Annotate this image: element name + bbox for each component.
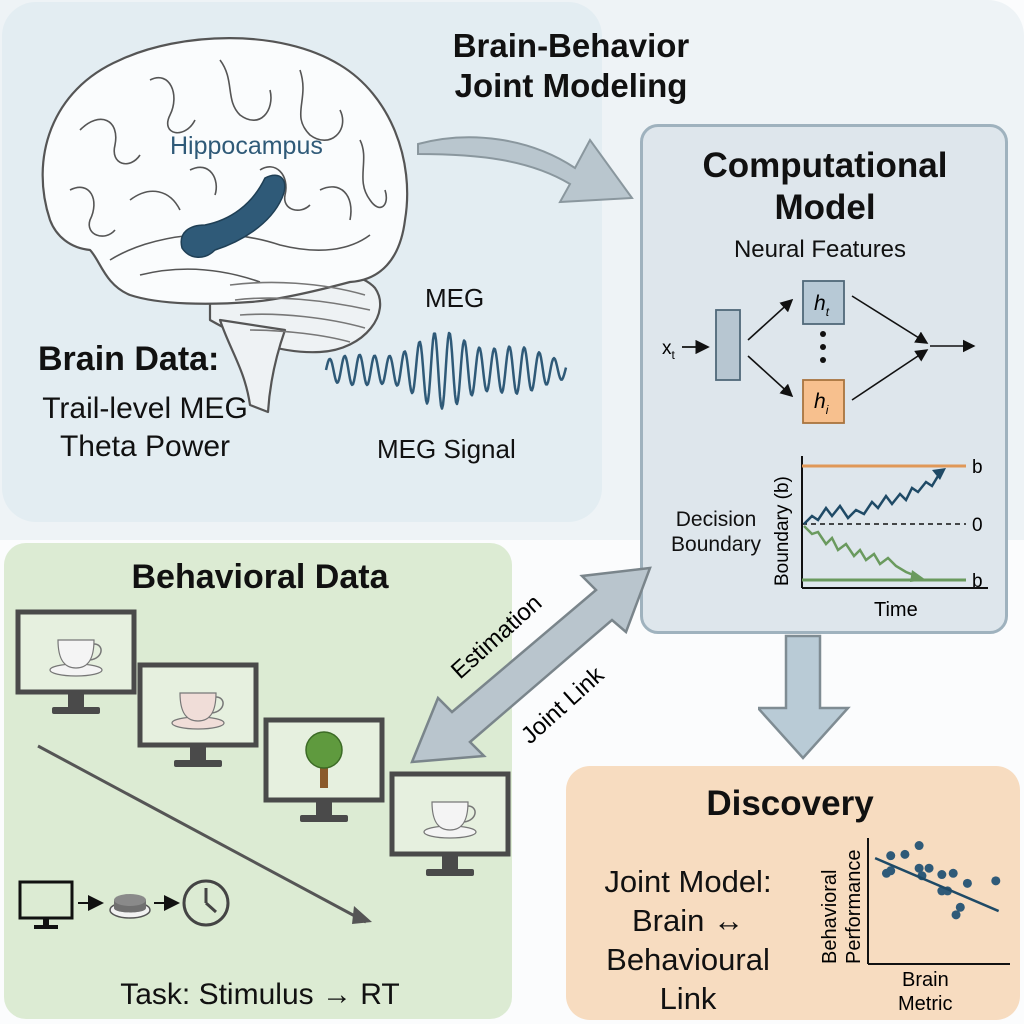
- monitor-teacup: [15, 609, 137, 714]
- meg-label: MEG: [425, 283, 485, 313]
- scatter-point: [900, 849, 910, 859]
- scatter-point: [886, 866, 896, 876]
- scatter-y-label-1: Behavioral: [819, 869, 841, 964]
- scatter-point: [924, 863, 934, 873]
- monitor-icon: [18, 880, 74, 929]
- ddm-x-label: Time: [874, 599, 918, 621]
- node-h-i-label: hi: [814, 390, 829, 417]
- trend-line: [874, 857, 1000, 913]
- monitor-tree: [263, 717, 385, 822]
- computational-model-panel: [640, 124, 1008, 634]
- decision-boundary-label: Decision Boundary: [656, 507, 776, 557]
- brain-icon: [41, 37, 409, 414]
- title-line-1: Brain-Behavior: [452, 27, 690, 64]
- scatter-point: [948, 868, 958, 878]
- decision-boundary-plot: Boundary (b) b 0 b Time: [772, 456, 988, 621]
- upward-path: [803, 475, 940, 525]
- joint-model-line-4: Link: [659, 981, 717, 1016]
- title-line-2: Joint Modeling: [454, 67, 688, 104]
- ellipsis-dot: [820, 357, 826, 363]
- diagram-title: Brain-Behavior Joint Modeling: [416, 26, 726, 106]
- task-label: Task: Stimulus → RT: [120, 978, 400, 1011]
- node-h-i: [802, 379, 845, 424]
- arrow-from-ht: [851, 295, 929, 344]
- scatter-point: [937, 870, 947, 880]
- clock-icon: [182, 879, 230, 927]
- downward-path: [803, 525, 917, 578]
- scatter-x-label-2: Metric: [898, 993, 952, 1015]
- joint-model-line-2: Brain ↔: [632, 903, 744, 938]
- sequence-arrowhead: [352, 906, 372, 924]
- meg-waveform: [324, 331, 568, 410]
- input-layer: [715, 309, 741, 381]
- hippocampus-label: Hippocampus: [170, 132, 323, 160]
- upper-boundary-label: b: [972, 457, 983, 478]
- arrow-from-hi: [851, 349, 929, 401]
- neural-features-label: Neural Features: [733, 236, 907, 263]
- hippocampus-region: [180, 174, 286, 258]
- joint-model-line-3: Behavioural: [606, 942, 770, 977]
- scatter-point: [991, 876, 1001, 886]
- model-title-line-1: Computational: [702, 146, 948, 185]
- trial-sequence-icons: [18, 879, 230, 929]
- brain-data-description: Trail-level MEG Theta Power: [20, 390, 270, 466]
- meg-signal-label: MEG Signal: [377, 434, 516, 464]
- scatter-point: [962, 878, 972, 888]
- arrow-to-ht: [747, 298, 794, 341]
- monitor-teacup: [389, 771, 511, 876]
- input-label: xt: [662, 338, 676, 362]
- ellipsis-dot: [820, 331, 826, 337]
- discovery-heading: Discovery: [706, 784, 874, 823]
- arrow-to-hi: [747, 355, 794, 398]
- brain-data-heading: Brain Data:: [38, 340, 220, 378]
- model-title: Computational Model: [650, 145, 1000, 229]
- stimulus-sequence: [15, 609, 511, 924]
- scatter-point: [955, 902, 965, 912]
- upward-path-arrowhead: [932, 468, 946, 480]
- node-h-t: [802, 280, 845, 325]
- button-icon: [109, 894, 151, 919]
- monitor-patterned-teacup: [137, 662, 259, 767]
- downward-path-arrowhead: [910, 570, 926, 582]
- scatter-point: [886, 851, 896, 861]
- joint-model-line-1: Joint Model:: [604, 864, 772, 899]
- node-h-t-label: ht: [814, 292, 830, 319]
- neural-network-diagram: xt ht hi: [662, 280, 976, 424]
- scatter-x-label-1: Brain: [902, 969, 949, 991]
- scatter-point: [951, 910, 961, 920]
- model-title-line-2: Model: [774, 188, 876, 227]
- zero-label: 0: [972, 515, 983, 536]
- decision-boundary-line-2: Boundary: [671, 533, 761, 556]
- scatter-point: [914, 863, 924, 873]
- arrow-to-discovery: [758, 634, 851, 760]
- sequence-arrow: [37, 744, 367, 924]
- brain-data-line-2: Theta Power: [59, 430, 231, 463]
- behavioral-data-heading: Behavioral Data: [131, 558, 389, 596]
- ellipsis-dot: [820, 344, 826, 350]
- decision-boundary-line-1: Decision: [675, 508, 757, 531]
- lower-boundary-label: b: [972, 571, 983, 592]
- ddm-y-label: Boundary (b): [772, 476, 793, 586]
- scatter-y-label-2: Performance: [843, 850, 865, 965]
- curved-arrow-to-model: [417, 136, 634, 204]
- scatter-plot: Behavioral Performance Brain Metric: [819, 838, 1010, 1015]
- joint-model-text: Joint Model: Brain ↔ Behavioural Link: [578, 862, 798, 1018]
- scatter-point: [914, 841, 924, 851]
- brain-data-line-1: Trail-level MEG: [42, 392, 248, 425]
- joint-link-arrow: Estimation Joint Link: [410, 566, 652, 764]
